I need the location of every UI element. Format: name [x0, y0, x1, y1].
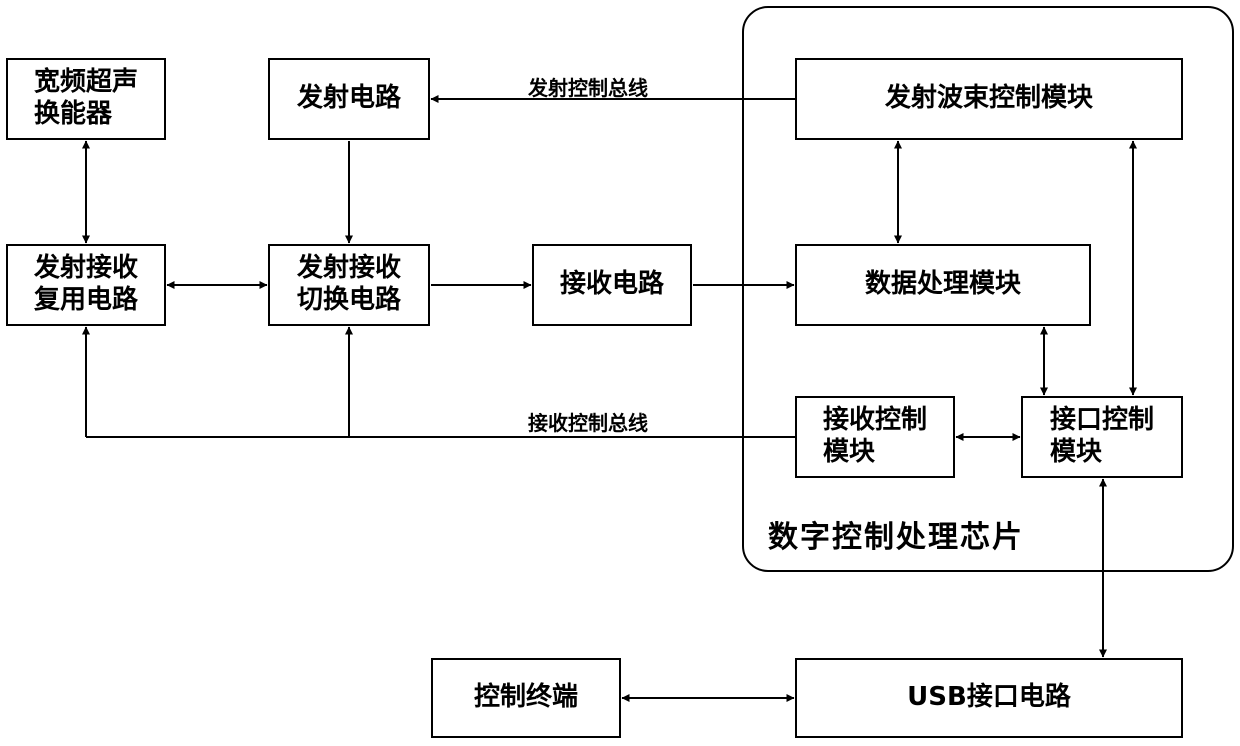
- connection-lines: [0, 0, 1240, 746]
